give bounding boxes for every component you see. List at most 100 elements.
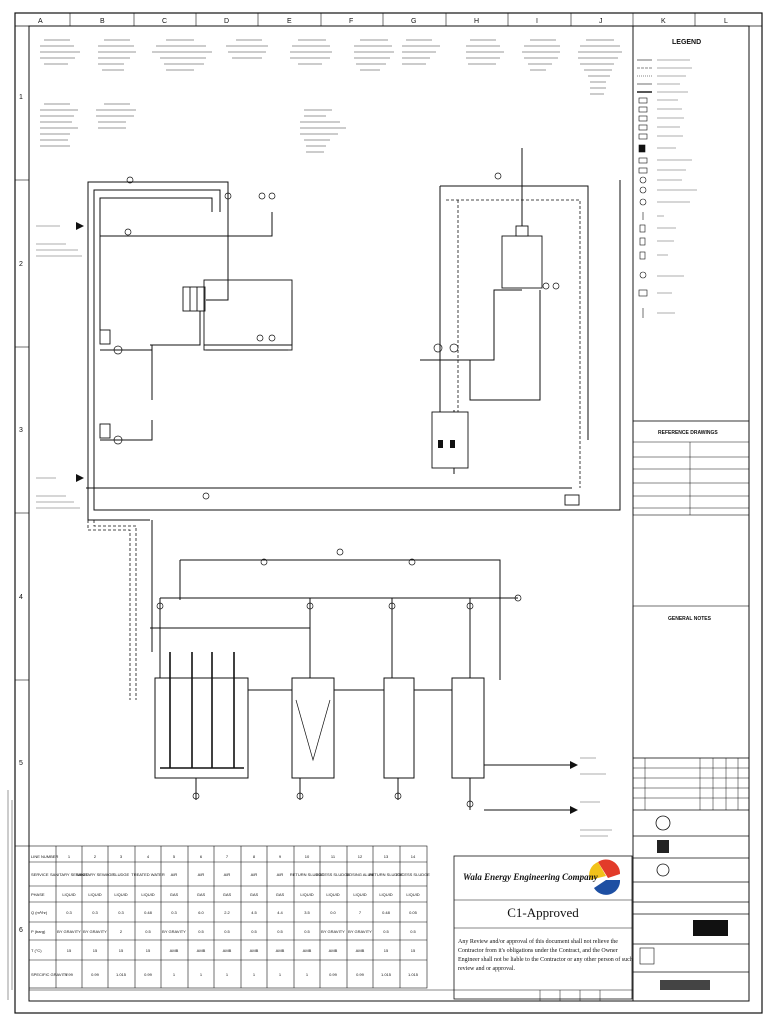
- stream-table-header: LINE NUMBER: [31, 854, 58, 859]
- row-label: 4: [19, 594, 23, 601]
- stream-table-line-number: 12: [358, 854, 363, 859]
- stream-table-line-number: 7: [226, 854, 229, 859]
- stream-table-cell: 0.99: [356, 972, 365, 977]
- stream-table-cell: LIQUID: [141, 892, 154, 897]
- column-label: J: [599, 18, 603, 25]
- stream-table-row-label: Q (m³/hr): [31, 910, 48, 915]
- stream-table-cell: 2.2: [224, 910, 230, 915]
- stream-table-cell: GAS: [276, 892, 285, 897]
- stream-table-cell: AMB: [329, 948, 338, 953]
- stream-table-cell: LIQUID: [88, 892, 101, 897]
- row-label: 1: [19, 94, 23, 101]
- stream-table-cell: LIQUID: [326, 892, 339, 897]
- stream-table-cell: AIR: [224, 872, 231, 877]
- stream-table-cell: EXCESS SLUDGE: [396, 872, 430, 877]
- row-label: 5: [19, 760, 23, 767]
- stream-table-cell: 15: [146, 948, 151, 953]
- stream-table-line-number: 6: [200, 854, 203, 859]
- stream-table-cell: 0.5: [383, 929, 389, 934]
- column-label: G: [411, 18, 416, 25]
- stream-table-line-number: 14: [411, 854, 416, 859]
- stream-table-cell: 1.015: [381, 972, 392, 977]
- stream-table-cell: BY GRAVITY: [83, 929, 107, 934]
- stream-table-cell: GAS: [223, 892, 232, 897]
- row-label: 3: [19, 427, 23, 434]
- stream-table-cell: 0.3: [92, 910, 98, 915]
- stream-table-cell: 4.5: [251, 910, 257, 915]
- stream-table-cell: AMB: [223, 948, 232, 953]
- stream-table-row-label: SPECIFIC GRAVITY: [31, 972, 68, 977]
- stream-table-cell: 6.0: [198, 910, 204, 915]
- stream-table-cell: AMB: [250, 948, 259, 953]
- stream-table-cell: 15: [384, 948, 389, 953]
- stream-table-cell: AMB: [356, 948, 365, 953]
- stream-table-cell: LIQUID: [62, 892, 75, 897]
- stream-table-cell: LIQUID: [406, 892, 419, 897]
- stream-table-cell: 1: [279, 972, 282, 977]
- stream-table-cell: 4.4: [277, 910, 283, 915]
- stream-table-line-number: 13: [384, 854, 389, 859]
- stream-table-cell: LIQUID: [353, 892, 366, 897]
- column-label: D: [224, 18, 229, 25]
- stream-table-cell: AIR: [251, 872, 258, 877]
- stream-table-cell: LIQUID: [114, 892, 127, 897]
- stream-table-cell: 1: [306, 972, 309, 977]
- column-label: C: [162, 18, 167, 25]
- row-label: 6: [19, 927, 23, 934]
- column-label: F: [349, 18, 353, 25]
- stream-table-cell: AMB: [170, 948, 179, 953]
- stream-table-cell: 0.5: [224, 929, 230, 934]
- stream-table-line-number: 8: [253, 854, 256, 859]
- stream-table-cell: RETURN SLUDGE: [369, 872, 404, 877]
- column-label: B: [100, 18, 105, 25]
- stream-table-cell: 1: [200, 972, 203, 977]
- stream-table-line-number: 9: [279, 854, 282, 859]
- stream-table-cell: BY GRAVITY: [321, 929, 345, 934]
- row-label: 2: [19, 261, 23, 268]
- stream-table-cell: RETURN SLUDGE: [290, 872, 325, 877]
- stream-table-cell: 0.48: [144, 910, 153, 915]
- stream-table-cell: AIR: [277, 872, 284, 877]
- stream-table-cell: BY GRAVITY: [348, 929, 372, 934]
- stream-table-cell: 0.0: [330, 910, 336, 915]
- stream-table-cell: 2: [120, 929, 123, 934]
- general-notes-title: GENERAL NOTES: [668, 616, 712, 622]
- column-label: E: [287, 18, 292, 25]
- stream-table-cell: 0.5: [145, 929, 151, 934]
- stream-table-cell: 3.5: [304, 910, 310, 915]
- stream-table-cell: EXCESS SLUDGE: [316, 872, 350, 877]
- stream-table-line-number: 5: [173, 854, 176, 859]
- column-label: I: [536, 18, 538, 25]
- stream-table-cell: 0.3: [171, 910, 177, 915]
- reference-drawings-title: REFERENCE DRAWINGS: [658, 430, 718, 436]
- stream-table-cell: 7: [359, 910, 362, 915]
- stream-table-line-number: 11: [331, 854, 336, 859]
- stream-table-cell: BY GRAVITY: [162, 929, 186, 934]
- stream-table-cell: 1: [253, 972, 256, 977]
- stream-table-cell: 15: [411, 948, 416, 953]
- approval-disclaimer: Any Review and/or approval of this docum…: [458, 939, 633, 972]
- column-label: H: [474, 18, 479, 25]
- company-name: Wala Energy Engineering Company: [463, 872, 598, 882]
- stream-table-cell: GAS: [197, 892, 206, 897]
- column-label: A: [38, 18, 43, 25]
- legend-title: LEGEND: [672, 39, 701, 46]
- stream-table-cell: 0.99: [91, 972, 100, 977]
- stream-table-cell: 0.99: [144, 972, 153, 977]
- stream-table-cell: 1: [226, 972, 229, 977]
- stream-table-cell: LIQUID: [300, 892, 313, 897]
- stream-table-cell: SLUDGE: [113, 872, 130, 877]
- stream-table-cell: SANITARY SEWAGE: [76, 872, 114, 877]
- stream-table-cell: 15: [67, 948, 72, 953]
- stream-table-cell: GAS: [170, 892, 179, 897]
- stream-table-cell: 1: [173, 972, 176, 977]
- stream-table-line-number: 2: [94, 854, 97, 859]
- stream-table-cell: 1.015: [408, 972, 419, 977]
- stream-table-cell: 1.015: [116, 972, 127, 977]
- company-logo: [589, 859, 621, 895]
- stream-table-cell: 15: [93, 948, 98, 953]
- stream-table-line-number: 3: [120, 854, 123, 859]
- stream-table-row-label: PHASE: [31, 892, 45, 897]
- stream-table-cell: 0.5: [198, 929, 204, 934]
